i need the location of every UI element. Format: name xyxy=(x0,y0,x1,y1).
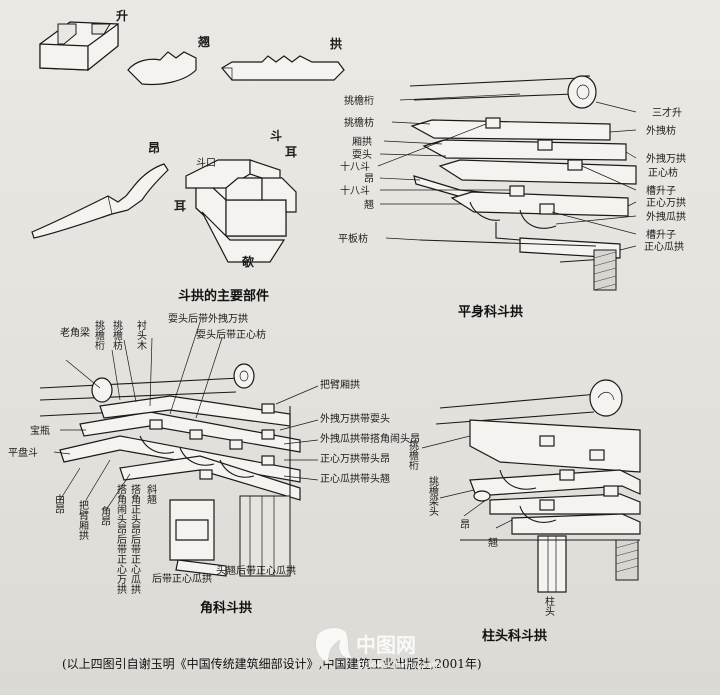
qiao-part xyxy=(127,51,197,86)
pingshen-label-right-1: 外拽枋 xyxy=(646,124,676,137)
pingshen-label-left-3: 耍头 xyxy=(352,149,372,161)
sheng-part xyxy=(39,21,119,72)
jiaoke-caption: 角科斗拱 xyxy=(200,600,252,616)
jiaoke-label-top-5: 耍头后带正心枋 xyxy=(196,328,266,341)
jiaoke-label-top-1: 挑檐桁 xyxy=(93,319,105,351)
zhutou-label-3: 翘 xyxy=(488,537,498,549)
jiaoke-label-left-1: 平盘斗 xyxy=(8,446,38,459)
jiaoke-label-top-3: 衬头木 xyxy=(135,319,147,351)
label-gong: 拱 xyxy=(330,36,342,51)
zhutou-caption: 柱头科斗拱 xyxy=(482,628,547,644)
zhutou-figure: 挑檐桁 挑檐梁头 昂 翘 柱头 柱头科斗拱 xyxy=(407,379,641,644)
jiaoke-label-right-2: 外拽瓜拱带搭角闹头昂 xyxy=(320,432,420,445)
label-dou: 斗 xyxy=(270,129,282,143)
pingshen-label-right-6: 外拽瓜拱 xyxy=(646,210,686,223)
zhutou-label-2: 昂 xyxy=(460,519,470,531)
pingshen-label-right-0: 三才升 xyxy=(652,106,682,119)
ang-part xyxy=(31,163,169,239)
gong-part xyxy=(221,55,345,81)
label-qi: 欹 xyxy=(242,254,254,269)
zhutou-label-0: 挑檐桁 xyxy=(407,439,419,471)
jiaoke-label-top-0: 老角梁 xyxy=(60,326,90,339)
pingshen-label-left-2: 厢拱 xyxy=(352,135,372,148)
label-sheng: 升 xyxy=(116,8,128,23)
jiaoke-label-left-4: 角昂 xyxy=(99,506,111,526)
watermark-url: BooksChina.com xyxy=(358,660,441,671)
jiaoke-label-left-2: 由昂 xyxy=(53,493,65,514)
label-qiao: 翘 xyxy=(197,35,210,49)
jiaoke-label-top-2: 挑檐枋 xyxy=(111,319,123,351)
jiaoke-label-right-1: 外拽万拱带耍头 xyxy=(320,412,390,425)
source-note: (以上四图引自谢玉明《中国传统建筑细部设计》,中国建筑工业出版社,2001年) xyxy=(62,656,482,671)
jiaoke-label-vertical-0: 搭角闹头昂后带正心万拱 xyxy=(115,483,127,595)
jiaoke-label-bottom-1: 头翘后带正心瓜拱 xyxy=(216,564,296,577)
watermark-title: 中图网 xyxy=(356,633,416,657)
label-er-left: 耳 xyxy=(174,199,186,213)
pingshen-label-left-4: 十八斗 xyxy=(340,160,370,173)
pingshen-label-right-5: 正心万拱 xyxy=(646,196,686,209)
parts-figure: 升 翘 拱 昂 斗 斗口 耳 xyxy=(31,8,345,304)
pingshen-label-right-3: 正心枋 xyxy=(648,166,678,179)
pingshen-label-right-2: 外拽万拱 xyxy=(646,152,686,165)
pingshen-label-left-8: 平板枋 xyxy=(338,232,368,245)
jiaoke-label-bottom-0: 后带正心瓜拱 xyxy=(152,572,212,585)
label-ang: 昂 xyxy=(148,141,160,155)
pingshen-label-left-5: 昂 xyxy=(364,173,374,185)
pingshen-label-right-7: 槽升子 xyxy=(646,228,676,241)
label-er-right: 耳 xyxy=(285,145,297,159)
jiaoke-label-right-0: 把臂厢拱 xyxy=(320,378,360,391)
pingshen-caption: 平身科斗拱 xyxy=(458,304,523,320)
pingshen-label-left-6: 十八斗 xyxy=(340,184,370,197)
label-dou-kou: 斗口 xyxy=(196,157,216,169)
jiaoke-label-vertical-2: 斜翘 xyxy=(145,483,157,504)
zhutou-label-1: 挑檐梁头 xyxy=(427,475,439,517)
pingshen-label-left-1: 挑檐枋 xyxy=(344,116,374,129)
jiaoke-label-right-3: 正心万拱带头昂 xyxy=(320,452,390,465)
jiaoke-label-right-4: 正心瓜拱带头翘 xyxy=(320,472,390,485)
jiaoke-label-top-4: 耍头后带外拽万拱 xyxy=(168,312,248,325)
pingshen-label-left-0: 挑檐桁 xyxy=(344,94,374,107)
watermark: 中图网 BooksChina.com xyxy=(315,627,441,671)
pingshen-label-right-8: 正心瓜拱 xyxy=(644,240,684,253)
pingshen-label-left-7: 翘 xyxy=(364,199,374,211)
pingshen-figure: 挑檐桁 挑檐枋 厢拱 耍头 十八斗 昂 十八斗 翘 平板枋 三才升 外拽枋 外拽… xyxy=(338,75,686,320)
parts-caption: 斗拱的主要部件 xyxy=(178,288,269,304)
jiaoke-label-vertical-1: 搭角正头昂后带正心瓜拱 xyxy=(129,483,141,595)
jiaoke-label-left-3: 把臂厢拱 xyxy=(77,499,89,541)
dou-part xyxy=(185,159,297,263)
watermark-logo-icon xyxy=(315,627,353,665)
jiaoke-figure: 老角梁 挑檐桁 挑檐枋 衬头木 耍头后带外拽万拱 耍头后带正心枋 宝瓶 平盘斗 … xyxy=(8,312,420,616)
pingshen-label-right-4: 槽升子 xyxy=(646,184,676,197)
jiaoke-label-left-0: 宝瓶 xyxy=(30,424,50,437)
zhutou-label-4: 柱头 xyxy=(543,595,555,617)
